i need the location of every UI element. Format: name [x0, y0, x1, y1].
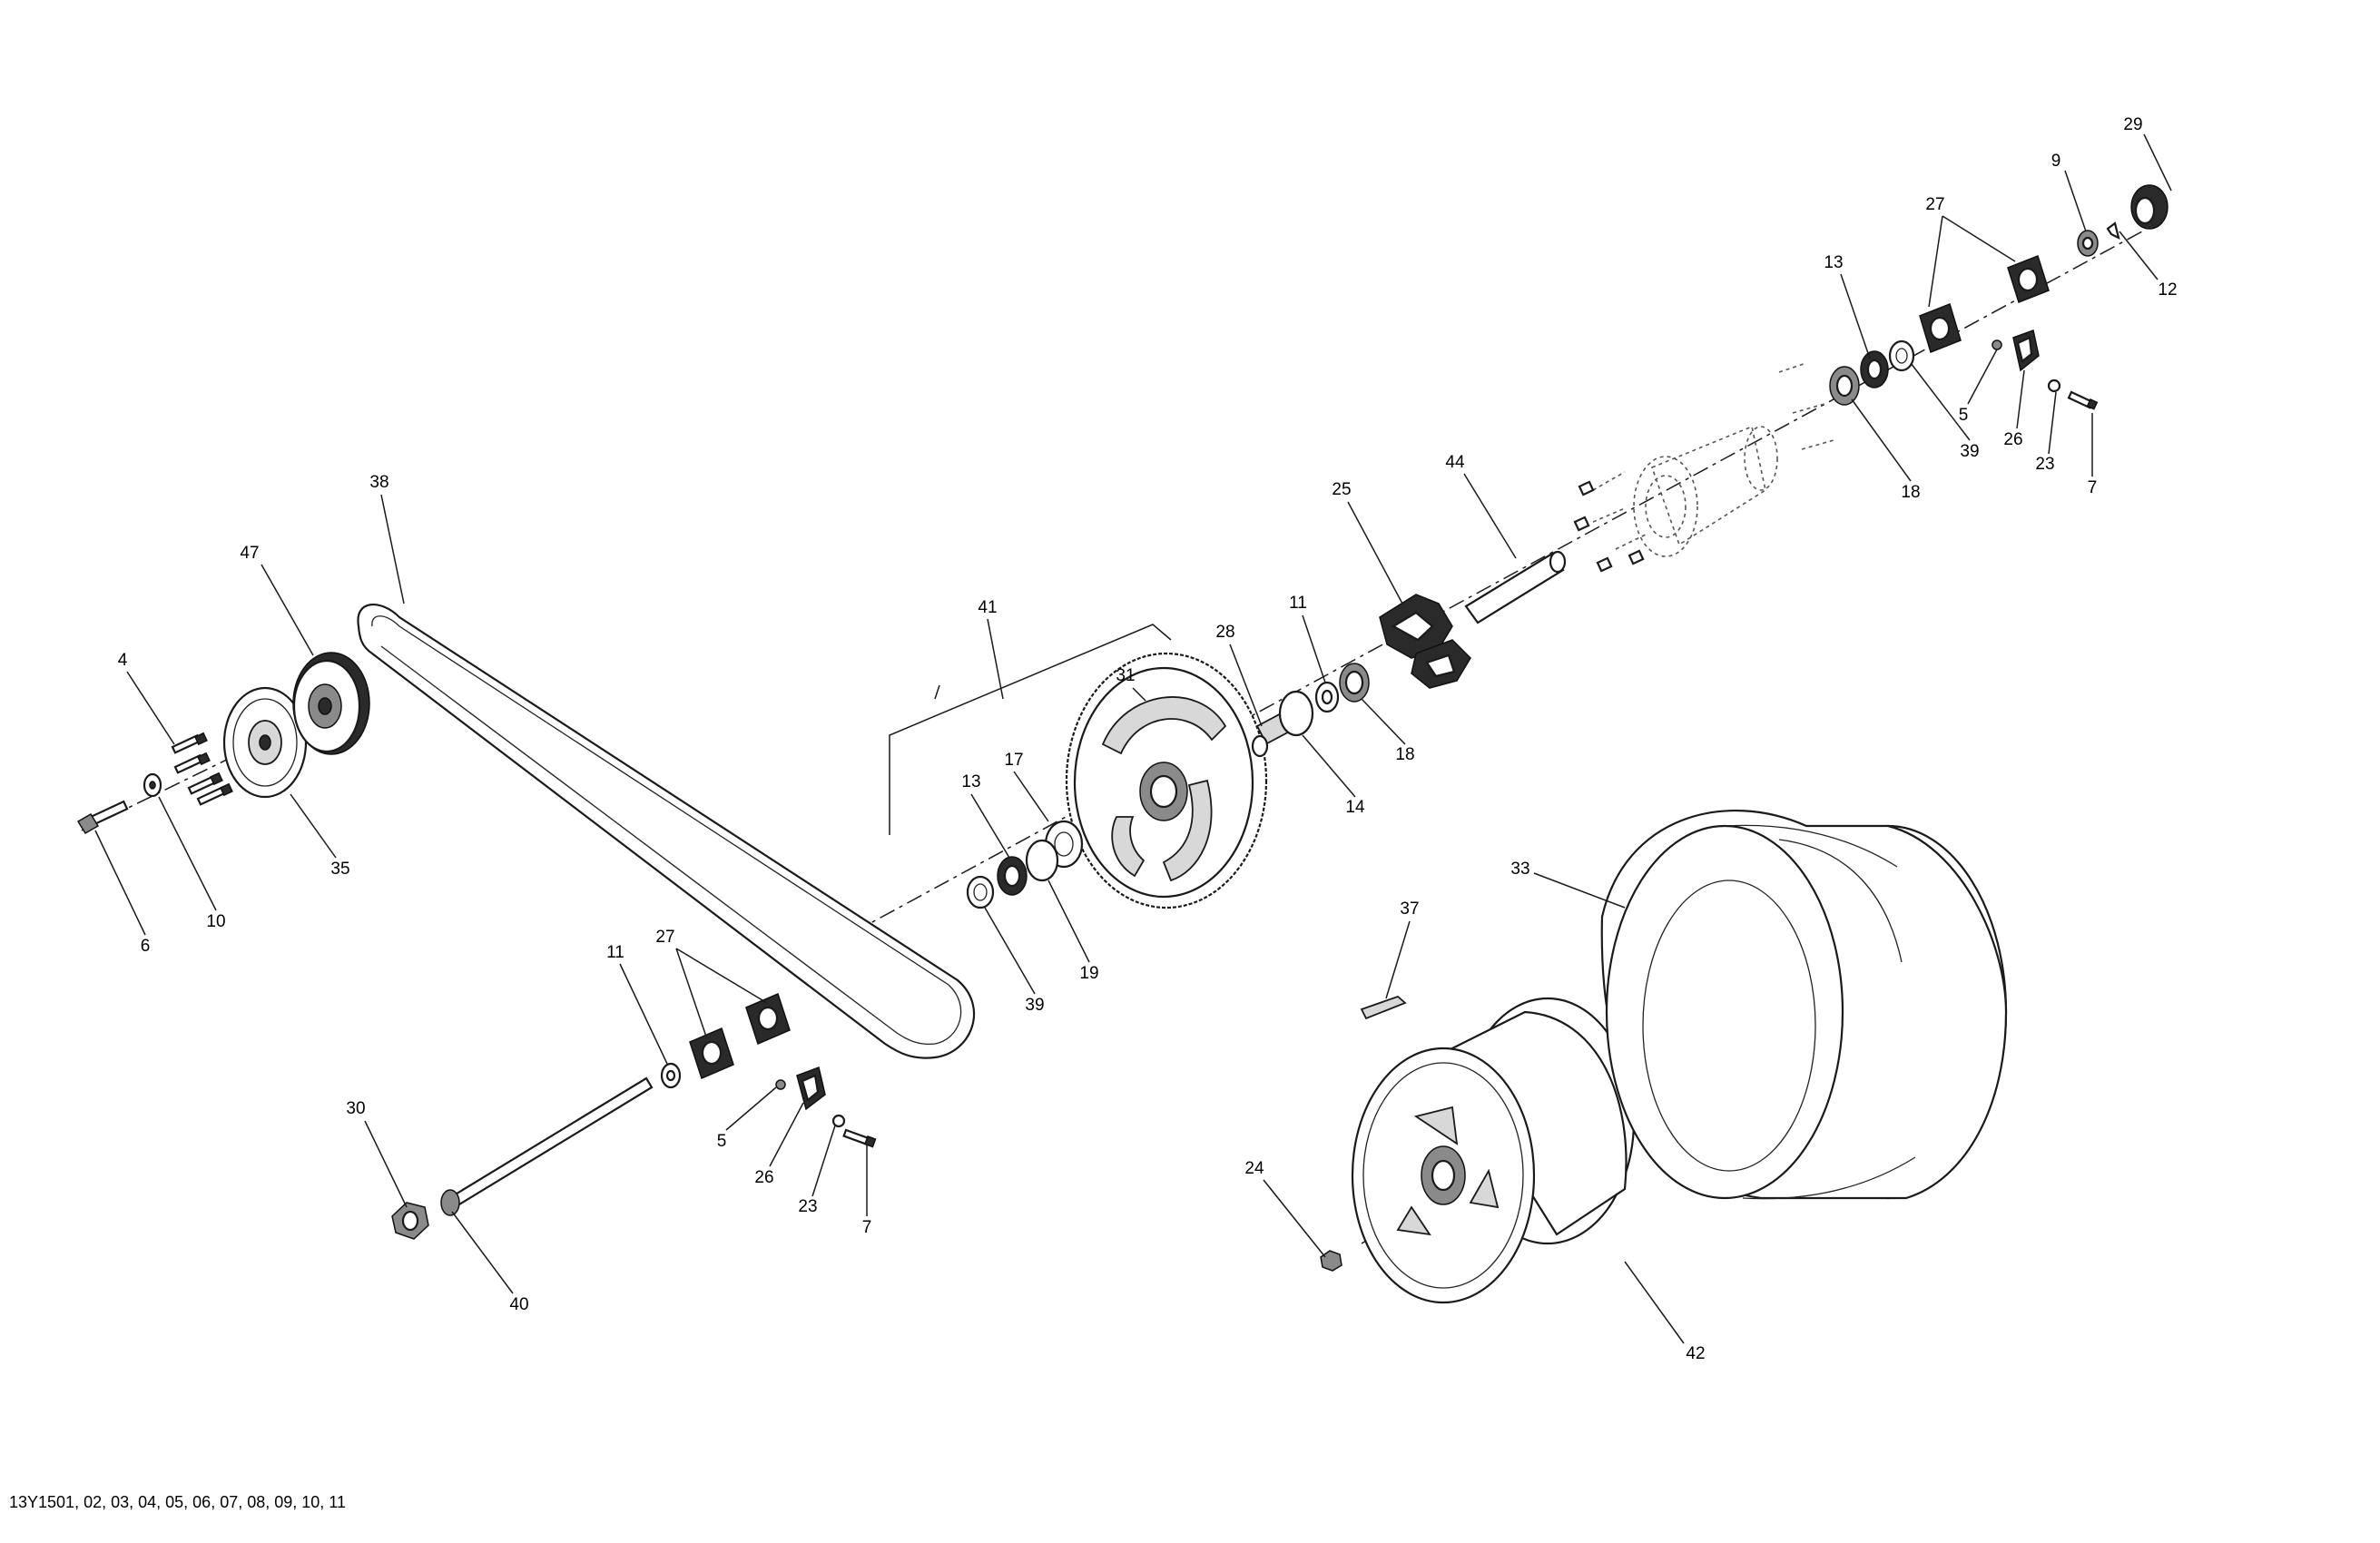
- callout-27: 27: [655, 928, 674, 947]
- lug-nut-24: [1320, 1250, 1342, 1272]
- callout-44: 44: [1445, 453, 1465, 472]
- callout-23: 23: [2035, 455, 2054, 474]
- callout-38: 38: [369, 473, 388, 492]
- callout-26: 26: [2003, 430, 2022, 449]
- cap-29: [2130, 184, 2169, 230]
- spacer-39-middle: [966, 875, 995, 909]
- washer-11-upper: [1314, 681, 1340, 713]
- figure-code: 13Y1501, 02, 03, 04, 05, 06, 07, 08, 09,…: [9, 1493, 346, 1511]
- callout-10: 10: [206, 912, 225, 931]
- callout-40: 40: [509, 1295, 528, 1314]
- callout-6: 6: [141, 937, 151, 956]
- snap-ring-14: [1278, 690, 1314, 737]
- callout-27: 27: [1925, 195, 1944, 214]
- adjuster-26-upper: [2012, 329, 2040, 372]
- bearing-18-upper: [1829, 366, 1860, 406]
- tire-33: [1600, 810, 2008, 1200]
- clip-12: [2106, 221, 2120, 241]
- drive-belt: [357, 604, 976, 1059]
- main-axis-line: [798, 231, 2143, 963]
- callout-39: 39: [1025, 996, 1044, 1015]
- bearing-13-middle: [997, 856, 1028, 896]
- callout-7: 7: [2088, 478, 2098, 497]
- bolt-7-lower: [842, 1128, 877, 1148]
- callout-30: 30: [346, 1099, 365, 1118]
- callout-13: 13: [1824, 253, 1843, 272]
- callout-29: 29: [2123, 115, 2142, 134]
- callout-4: 4: [118, 651, 128, 670]
- washer-11-lower: [660, 1062, 682, 1089]
- tube-44: [1464, 550, 1567, 624]
- callout-18: 18: [1901, 483, 1920, 502]
- cush-drive-25: [1379, 594, 1471, 689]
- bearing-holder-27-upper: [1919, 255, 2050, 353]
- callout-14: 14: [1345, 798, 1365, 817]
- callout-13: 13: [961, 772, 980, 791]
- wheel-hub-dotted: [1573, 362, 1834, 573]
- callout-23: 23: [798, 1197, 817, 1216]
- spacer-39-upper: [1888, 339, 1915, 372]
- callout-28: 28: [1215, 623, 1234, 642]
- leader-lines: [94, 133, 2172, 1344]
- callout-9: 9: [2051, 152, 2061, 171]
- nut-30: [391, 1202, 429, 1240]
- callout-41: 41: [978, 598, 997, 617]
- callout-12: 12: [2158, 280, 2177, 300]
- callout-18: 18: [1395, 745, 1414, 764]
- callout-19: 19: [1079, 964, 1098, 983]
- nut-9: [2077, 230, 2099, 257]
- pulley-hub-35: [222, 686, 308, 799]
- callout-7: 7: [862, 1218, 872, 1237]
- callout-39: 39: [1960, 442, 1979, 461]
- callout-11: 11: [1289, 594, 1307, 613]
- adjuster-26-lower: [796, 1066, 826, 1111]
- callout-5: 5: [717, 1132, 727, 1151]
- snap-ring-19: [1025, 839, 1059, 882]
- callout-42: 42: [1686, 1344, 1705, 1363]
- drive-gear-31: [1065, 652, 1268, 909]
- bolt-7-upper: [2067, 390, 2099, 410]
- callout-11: 11: [606, 943, 625, 962]
- axle-40: [440, 1076, 654, 1216]
- bearing-holder-27-lower: [689, 992, 791, 1080]
- bearing-13-upper: [1860, 350, 1889, 388]
- bolts-4: [171, 732, 233, 806]
- callout-17: 17: [1004, 751, 1023, 770]
- bolt-6: [76, 800, 129, 835]
- washer-23-upper: [2047, 378, 2061, 393]
- callout-24: 24: [1244, 1159, 1264, 1178]
- washer-23-lower: [831, 1114, 846, 1128]
- nut-5-upper: [1992, 339, 2002, 350]
- washer-10: [143, 772, 162, 798]
- nut-5-lower: [775, 1079, 786, 1090]
- callout-33: 33: [1510, 860, 1529, 879]
- rim-42: [1351, 997, 1636, 1304]
- callout-31: 31: [1116, 666, 1135, 685]
- callout-47: 47: [240, 544, 259, 563]
- callout-5: 5: [1959, 406, 1969, 425]
- callout-26: 26: [754, 1168, 773, 1187]
- callout-25: 25: [1332, 480, 1351, 499]
- callout-labels: 29 9 12 27 13 5 26 23 7 39 18 44 25 11 1…: [118, 115, 2178, 1363]
- bearing-18-middle: [1339, 663, 1370, 703]
- valve-37: [1360, 995, 1407, 1020]
- callout-35: 35: [330, 860, 349, 879]
- sprocket-47: [292, 652, 370, 755]
- callout-37: 37: [1400, 899, 1419, 919]
